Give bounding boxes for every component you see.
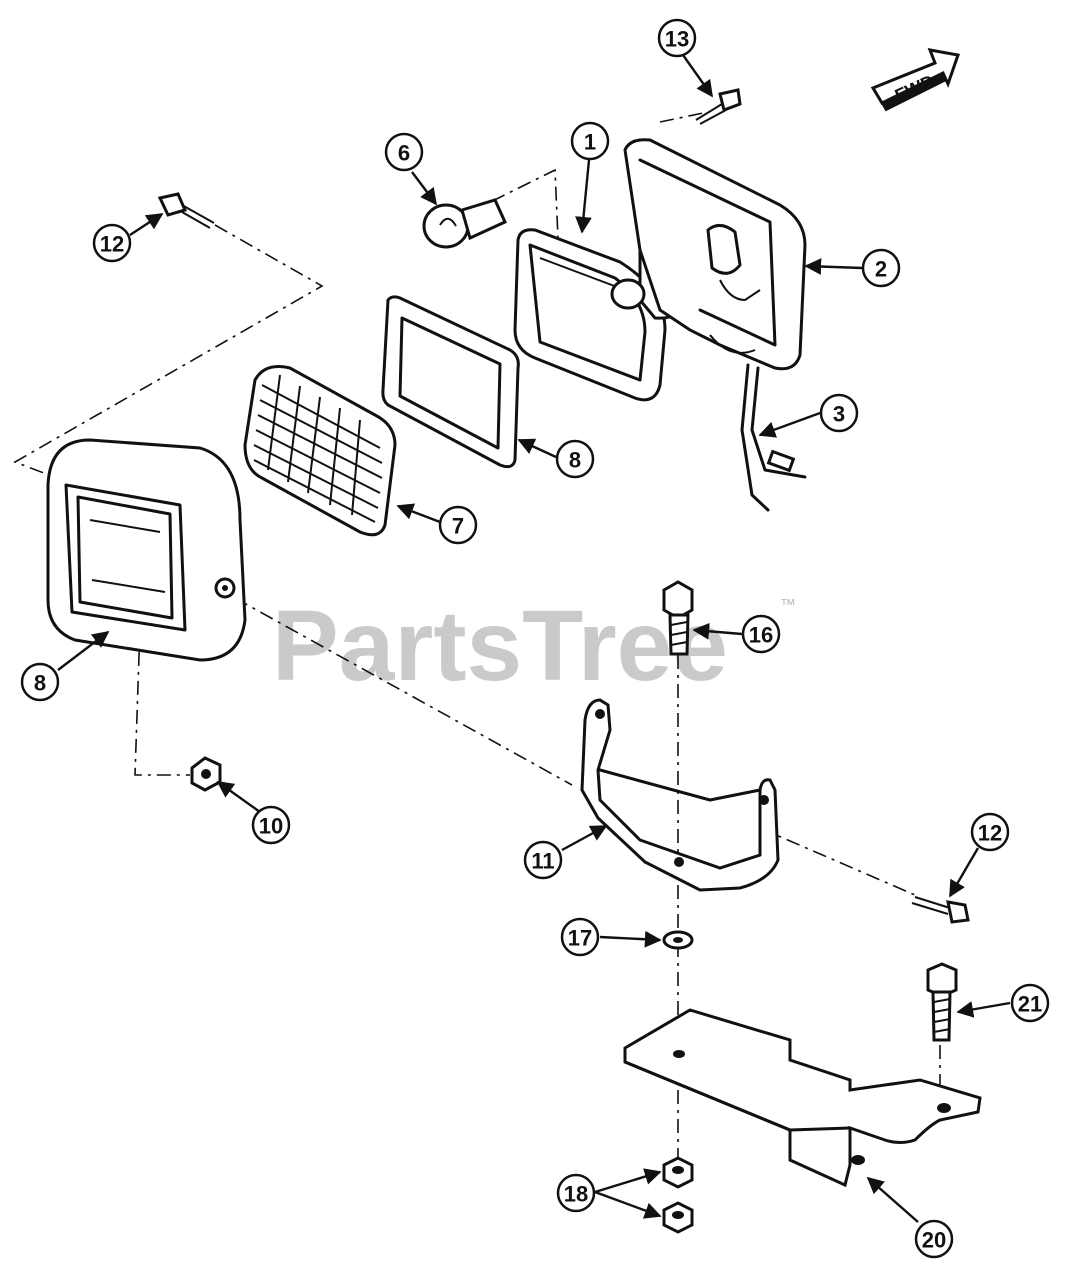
callout-12-top[interactable]: 12 [92, 223, 132, 263]
callout-2-label: 2 [875, 257, 887, 282]
nut-part-10 [190, 756, 222, 792]
watermark-trademark: ™ [780, 597, 796, 614]
callout-12-right-label: 12 [978, 821, 1002, 846]
washer-part-17 [662, 930, 694, 950]
wire-harness-part-3 [740, 363, 807, 512]
callout-18-label: 18 [564, 1182, 588, 1207]
screw-part-12-right [911, 896, 970, 924]
screw-part-12-top [157, 192, 215, 229]
callout-18[interactable]: 18 [556, 1173, 596, 1213]
headlight-lens-part-7 [243, 365, 397, 537]
callout-1-label: 1 [584, 130, 596, 155]
watermark: PartsTree ™ [272, 590, 796, 702]
callout-11[interactable]: 11 [523, 840, 563, 880]
callout-8-housing[interactable]: 8 [20, 662, 60, 702]
callout-3-label: 3 [833, 402, 845, 427]
mount-bracket-part-11 [580, 698, 780, 892]
callout-7[interactable]: 7 [438, 505, 478, 545]
callout-12-right[interactable]: 12 [970, 812, 1010, 852]
screw-part-13 [695, 88, 742, 125]
base-bracket-part-20 [623, 1008, 982, 1188]
callout-20[interactable]: 20 [914, 1219, 954, 1259]
callout-2[interactable]: 2 [861, 248, 901, 288]
callout-10[interactable]: 10 [251, 805, 291, 845]
callout-8-housing-label: 8 [34, 671, 46, 696]
callout-17[interactable]: 17 [560, 917, 600, 957]
callout-7-label: 7 [452, 514, 464, 539]
watermark-text: PartsTree [272, 590, 728, 702]
callout-21[interactable]: 21 [1010, 983, 1050, 1023]
nuts-part-18 [662, 1156, 694, 1234]
callout-6[interactable]: 6 [384, 132, 424, 172]
bolt-part-16 [662, 580, 694, 656]
callout-21-label: 21 [1018, 992, 1042, 1017]
callout-8-gasket[interactable]: 8 [555, 439, 595, 479]
callout-6-label: 6 [398, 141, 410, 166]
gasket-part-8 [381, 295, 520, 469]
callout-8-gasket-label: 8 [569, 448, 581, 473]
callout-10-label: 10 [259, 814, 283, 839]
callout-20-label: 20 [922, 1228, 946, 1253]
callout-16[interactable]: 16 [741, 614, 781, 654]
callout-11-label: 11 [531, 849, 554, 874]
rear-housing-part-2 [623, 138, 807, 371]
bulb-part-6 [422, 198, 507, 249]
callout-13[interactable]: 13 [657, 18, 697, 58]
callout-16-label: 16 [749, 623, 773, 648]
callout-13-label: 13 [665, 27, 689, 52]
callout-3[interactable]: 3 [819, 393, 859, 433]
callout-12-top-label: 12 [100, 232, 124, 257]
callout-17-label: 17 [568, 926, 592, 951]
headlight-housing-part-8 [46, 438, 247, 662]
leader-lines [57, 54, 1011, 1223]
bolt-part-21 [926, 962, 958, 1042]
callout-1[interactable]: 1 [570, 121, 610, 161]
forward-direction-arrow: FWD [870, 48, 960, 112]
